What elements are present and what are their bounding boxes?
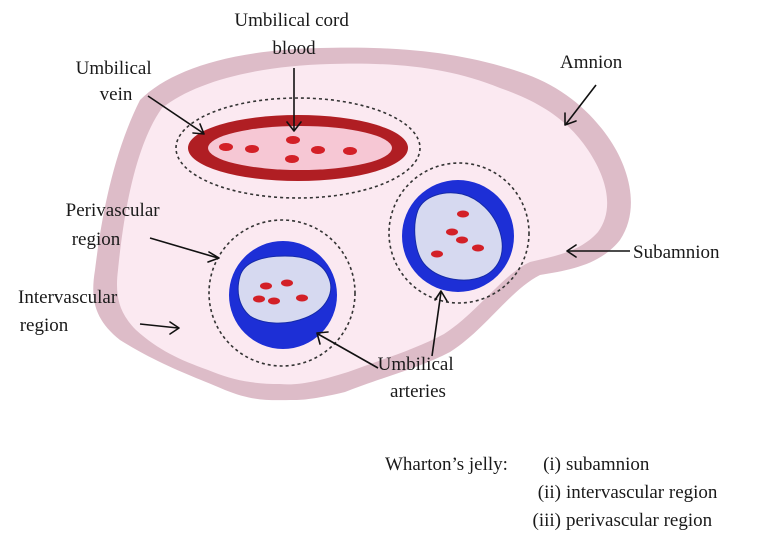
blood-cell bbox=[281, 279, 293, 287]
label-umbilical-cord-blood: Umbilical cord blood bbox=[234, 10, 353, 59]
label-line: Perivascular bbox=[66, 200, 161, 221]
label-amnion: Amnion bbox=[560, 52, 623, 73]
pointer-umbilical-cord-blood bbox=[286, 68, 302, 132]
legend-heading: Wharton’s jelly: bbox=[385, 454, 508, 475]
label-line: arteries bbox=[390, 381, 446, 402]
perivascular-zone-artery-right bbox=[388, 162, 530, 304]
label-line: vein bbox=[100, 84, 133, 105]
blood-cell bbox=[472, 244, 484, 252]
label-line: Umbilical bbox=[76, 58, 152, 79]
label-line: region bbox=[20, 315, 69, 336]
umbilical-artery-right-lumen bbox=[414, 192, 503, 281]
perivascular-zone-vein bbox=[175, 97, 421, 199]
pointer-perivascular-region bbox=[149, 237, 220, 263]
label-subamnion: Subamnion bbox=[633, 242, 720, 263]
pointer-umbilical-vein bbox=[147, 95, 205, 135]
blood-cell bbox=[286, 136, 300, 144]
blood-cell bbox=[343, 147, 357, 155]
label-intervascular-region: Intervascular region bbox=[18, 287, 122, 336]
blood-cell bbox=[456, 236, 468, 244]
pointer-subamnion bbox=[566, 244, 630, 258]
legend-item-text: subamnion bbox=[566, 454, 650, 475]
blood-cell bbox=[296, 294, 308, 302]
label-umbilical-vein: Umbilical vein bbox=[76, 58, 157, 105]
label-umbilical-arteries: Umbilical arteries bbox=[378, 354, 459, 402]
blood-cell bbox=[268, 297, 280, 305]
blood-cell bbox=[245, 145, 259, 153]
pointer-amnion bbox=[564, 84, 597, 126]
legend-whartons-jelly: Wharton’s jelly: (i) subamnion (ii) inte… bbox=[385, 454, 718, 531]
blood-cell bbox=[253, 295, 265, 303]
pointer-intervascular-region bbox=[139, 321, 180, 335]
label-line: Umbilical cord bbox=[234, 10, 349, 31]
legend-item-text: perivascular region bbox=[566, 510, 713, 531]
pointer-umbilical-arteries-right bbox=[431, 290, 448, 357]
vein-blood-cells bbox=[219, 136, 357, 163]
label-line: blood bbox=[272, 38, 316, 59]
legend-item-text: intervascular region bbox=[566, 482, 718, 503]
umbilical-artery-left-lumen bbox=[237, 255, 332, 324]
label-perivascular-region: Perivascular region bbox=[66, 200, 165, 250]
artery-left-blood-cells bbox=[253, 279, 308, 305]
label-line: region bbox=[72, 229, 121, 250]
blood-cell bbox=[457, 210, 469, 218]
legend-item-number: (i) bbox=[543, 454, 561, 475]
blood-cell bbox=[219, 143, 233, 151]
label-line: Intervascular bbox=[18, 287, 118, 308]
subamnion-tissue bbox=[116, 63, 608, 385]
label-line: Umbilical bbox=[378, 354, 454, 375]
perivascular-zone-artery-left bbox=[208, 219, 356, 367]
blood-cell bbox=[260, 282, 272, 290]
blood-cell bbox=[311, 146, 325, 154]
blood-cell bbox=[431, 250, 443, 258]
blood-cell bbox=[446, 228, 458, 236]
umbilical-vein-lumen bbox=[208, 126, 392, 170]
pointer-umbilical-arteries-left bbox=[316, 331, 379, 369]
legend-item-number: (ii) bbox=[538, 482, 561, 503]
blood-cell bbox=[285, 155, 299, 163]
legend-item-number: (iii) bbox=[533, 510, 562, 531]
artery-right-blood-cells bbox=[431, 210, 484, 258]
